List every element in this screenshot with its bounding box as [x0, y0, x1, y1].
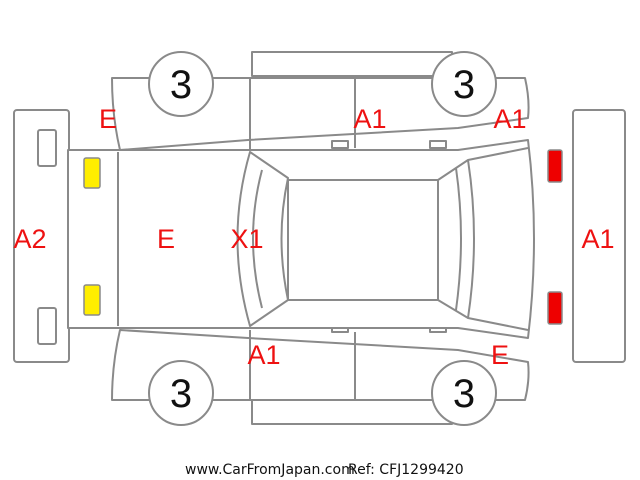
- roof: [287, 179, 439, 301]
- damage-code-rear-left-fender: E: [99, 104, 117, 134]
- wheel-front-right: 3: [431, 360, 497, 426]
- head-light-top: [547, 149, 563, 183]
- tail-light-top: [83, 157, 101, 189]
- windshield-inner: [455, 167, 462, 311]
- wheel-front-right-circle: [431, 360, 497, 426]
- footer-site: www.CarFromJapan.com: [185, 462, 355, 478]
- damage-code-rear-window: X1: [230, 224, 263, 254]
- left-rear-door-handle: [331, 140, 349, 149]
- windshield: [437, 159, 475, 319]
- rear-window: [236, 151, 289, 327]
- wheel-front-left-number: 3: [453, 63, 475, 107]
- right-side-body: [111, 329, 530, 401]
- right-roof-rail: [251, 399, 453, 425]
- wheel-front-left-circle: [431, 51, 497, 117]
- rear-bumper-slot-bottom: [37, 307, 57, 345]
- wheel-rear-right: 3: [148, 360, 214, 426]
- left-front-door-handle: [429, 140, 447, 149]
- lights: [83, 149, 563, 325]
- wheel-rear-left: 3: [148, 51, 214, 117]
- head-light-bottom: [547, 291, 563, 325]
- damage-code-front-left-fender: A1: [493, 104, 526, 134]
- car-top-view: [67, 139, 535, 339]
- damage-code-roof-left: A1: [353, 104, 386, 134]
- front-bumper-outline: [572, 109, 626, 363]
- damage-code-rear-bumper: A2: [13, 224, 46, 254]
- wheel-front-right-number: 3: [453, 372, 475, 416]
- wheel-rear-right-number: 3: [170, 372, 192, 416]
- wheel-rear-left-circle: [148, 51, 214, 117]
- wheel-front-left: 3: [431, 51, 497, 117]
- damage-code-front-bumper: A1: [581, 224, 614, 254]
- tail-light-bottom: [83, 284, 101, 316]
- damage-code-trunk: E: [157, 224, 175, 254]
- front-bumper: [572, 109, 626, 363]
- damage-code-rear-right-door: A1: [247, 340, 280, 370]
- left-side-body: [111, 77, 530, 151]
- left-side-panel: [111, 51, 530, 151]
- wheel-rear-right-circle: [148, 360, 214, 426]
- wheel-rear-left-number: 3: [170, 63, 192, 107]
- footer-ref: Ref: CFJ1299420: [348, 462, 464, 478]
- rear-bumper-slot-top: [37, 129, 57, 167]
- damage-code-front-right-fender: E: [491, 340, 509, 370]
- rear-window-inner: [252, 169, 263, 309]
- hood-seam-top: [467, 147, 529, 161]
- right-side-panel: [111, 324, 530, 425]
- hood-seam-bottom: [467, 317, 529, 331]
- left-roof-rail: [251, 51, 453, 77]
